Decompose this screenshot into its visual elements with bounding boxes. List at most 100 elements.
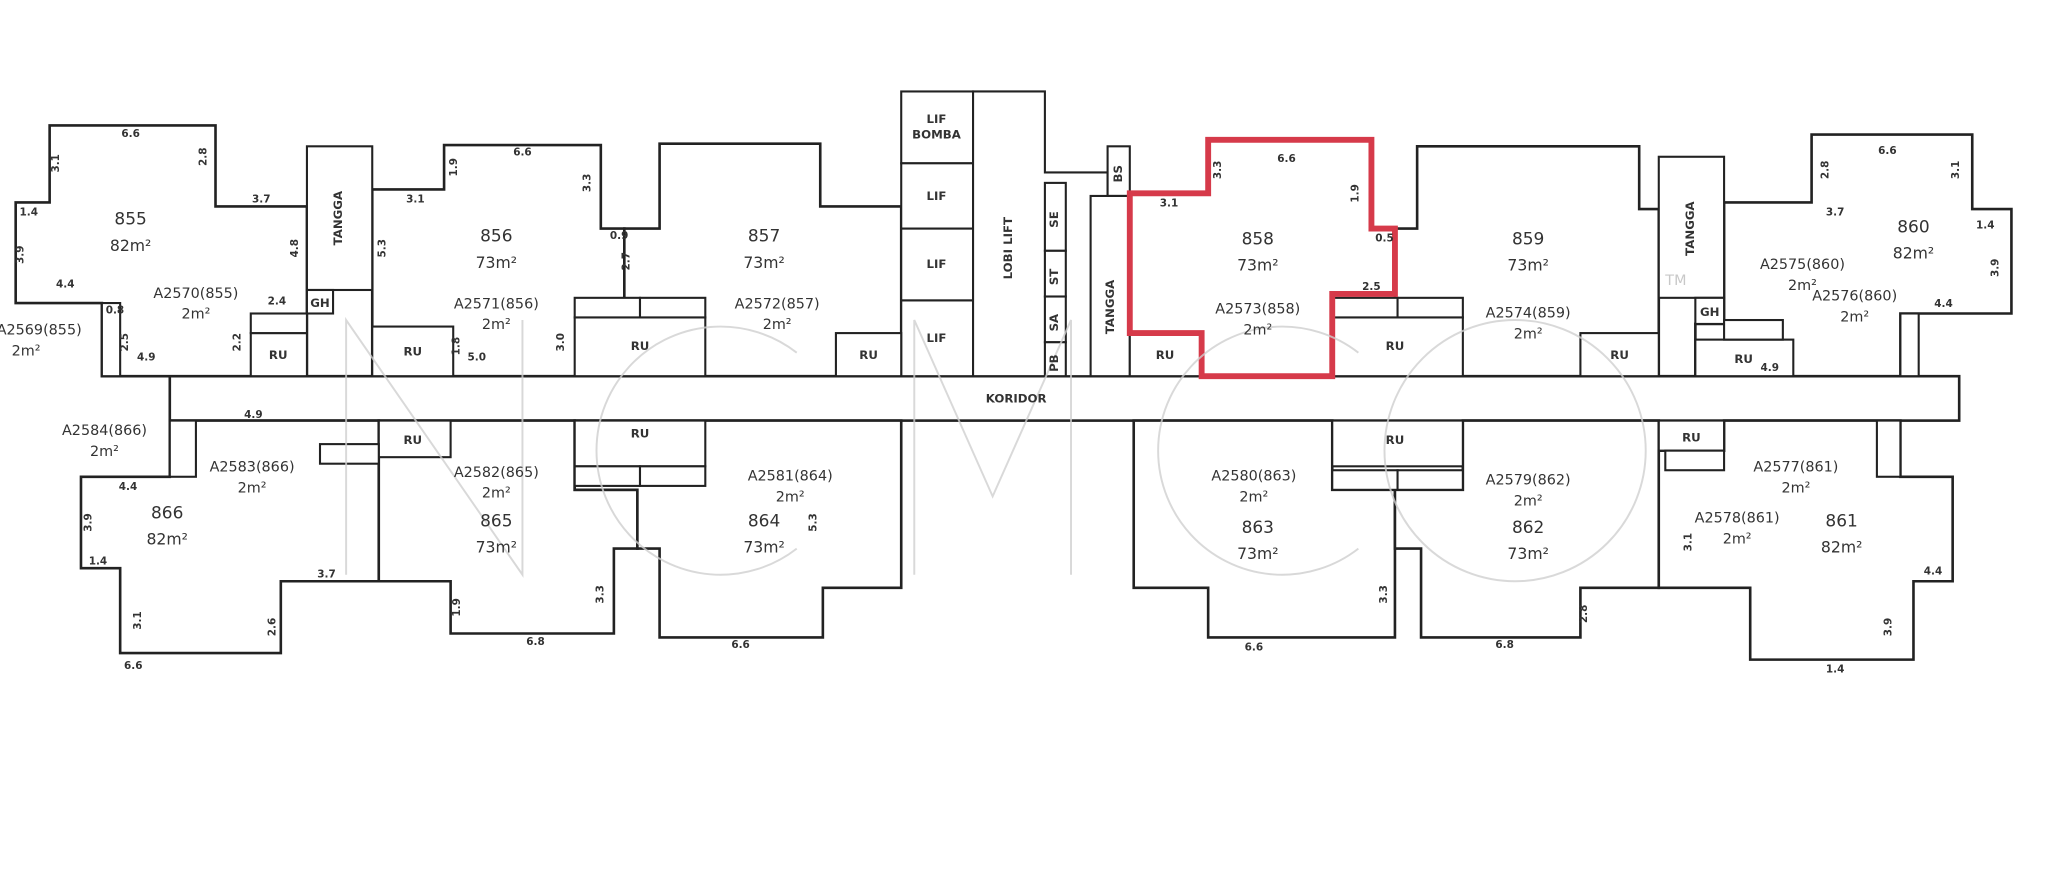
ru-box	[377, 419, 452, 459]
dimension-label: 5.3	[376, 239, 388, 258]
unit-856-outline[interactable]	[370, 143, 626, 378]
dimension-label: 6.6	[121, 128, 140, 140]
unit-number: 855	[114, 210, 146, 230]
lift-lobby	[972, 90, 1109, 378]
storage-box[interactable]	[1664, 449, 1726, 472]
service-label-ru: RU	[1386, 339, 1405, 353]
service-label-ru: RU	[1610, 348, 1629, 362]
storage-area: 2m²	[482, 317, 511, 333]
ru-box	[1657, 419, 1726, 452]
unit-area: 82m²	[146, 530, 187, 549]
unit-number: 861	[1825, 511, 1857, 531]
storage-label: A2581(864)	[748, 469, 833, 485]
dimension-label: 0.5	[1375, 233, 1394, 245]
storage-label: A2574(859)	[1486, 305, 1571, 321]
service-label-gh: GH	[1700, 305, 1719, 319]
unit-area: 73m²	[743, 538, 784, 557]
service-label-ru: RU	[859, 348, 878, 362]
ru-box	[1331, 316, 1464, 378]
service-label-lif_bomba: BOMBA	[912, 127, 962, 141]
dimension-label: 3.1	[406, 193, 425, 205]
unit-number: 858	[1242, 229, 1274, 249]
storage-label: A2576(860)	[1812, 288, 1897, 304]
service-label-lif: LIF	[927, 189, 947, 203]
service-label-ru: RU	[403, 344, 422, 358]
storage-label: A2584(866)	[62, 423, 147, 439]
service-label-bs: BS	[1111, 165, 1125, 182]
ru-box	[249, 332, 308, 378]
dimension-label: 6.6	[513, 146, 532, 158]
service-label-ru: RU	[631, 339, 650, 353]
service-label-ru: RU	[403, 433, 422, 447]
stair-center	[1089, 194, 1131, 378]
storage-box[interactable]	[168, 419, 197, 478]
dimension-label: 2.5	[119, 333, 131, 352]
storage-label: A2572(857)	[735, 296, 820, 312]
storage-box[interactable]	[318, 443, 380, 465]
dimension-label: 1.9	[1349, 184, 1361, 203]
storage-box[interactable]	[1396, 469, 1464, 491]
service-label-lif: LIF	[927, 257, 947, 271]
dimension-label: 3.1	[50, 154, 62, 173]
storage-label: A2569(855)	[0, 322, 82, 338]
watermark-tm: TM	[1664, 273, 1686, 289]
storage-box[interactable]	[638, 465, 707, 487]
storage-box[interactable]	[573, 296, 642, 319]
service-label-gh: GH	[310, 296, 329, 310]
service-label-lif_bomba: LIF	[927, 112, 947, 126]
storage-box[interactable]	[638, 296, 707, 319]
dimension-label: 0.8	[106, 305, 125, 317]
storage-label: A2578(861)	[1695, 510, 1780, 526]
service-label-ru: RU	[269, 348, 288, 362]
storage-box[interactable]	[573, 465, 642, 487]
storage-box[interactable]	[1396, 296, 1464, 319]
dimension-label: 3.0	[555, 333, 567, 352]
dimension-label: 6.8	[526, 636, 545, 648]
storage-label: A2577(861)	[1753, 460, 1838, 476]
storage-box[interactable]	[249, 312, 308, 335]
storage-label: A2582(865)	[454, 465, 539, 481]
dimension-label: 5.0	[467, 352, 486, 364]
ru-box	[1331, 419, 1464, 468]
stair-left	[305, 145, 374, 292]
dimension-label: 2.2	[231, 333, 243, 351]
service-label-lif: LIF	[927, 331, 947, 345]
dimension-label: 1.4	[89, 555, 108, 567]
unit-number: 863	[1242, 518, 1274, 538]
service-label-ru: RU	[1156, 348, 1175, 362]
stair-right	[1657, 155, 1726, 299]
storage-box[interactable]	[1723, 318, 1784, 341]
corridor	[168, 374, 1961, 422]
storage-area: 2m²	[482, 486, 511, 502]
storage-box[interactable]	[1899, 312, 1920, 378]
storage-box[interactable]	[100, 302, 122, 378]
storage-area: 2m²	[1239, 490, 1268, 506]
unit-area: 73m²	[743, 253, 784, 272]
ru-box	[1579, 332, 1660, 378]
storage-box[interactable]	[1875, 419, 1902, 478]
storage-area: 2m²	[776, 490, 805, 506]
storage-area: 2m²	[90, 444, 119, 460]
storage-area: 2m²	[1788, 278, 1817, 294]
watermark-logo: TM	[345, 273, 1686, 583]
unit-area: 73m²	[1507, 544, 1548, 563]
dimension-label: 2.8	[197, 148, 209, 167]
dimension-label: 3.7	[1826, 207, 1845, 219]
storage-label: A2571(856)	[454, 296, 539, 312]
dimension-label: 4.4	[1924, 566, 1943, 578]
storage-label: A2573(858)	[1215, 302, 1300, 318]
storage-label: A2580(863)	[1211, 469, 1296, 485]
storage-area: 2m²	[763, 317, 792, 333]
unit-number: 859	[1512, 229, 1544, 249]
dimension-label: 3.3	[581, 174, 593, 193]
service-label-tangga: TANGGA	[331, 190, 345, 245]
dimension-label: 2.8	[1820, 161, 1832, 180]
service-label-sa: SA	[1047, 313, 1061, 331]
service-label-ru: RU	[1734, 352, 1753, 366]
unit-858-highlight[interactable]	[1126, 136, 1398, 380]
dimension-label: 4.9	[244, 409, 263, 421]
storage-area: 2m²	[1514, 494, 1543, 510]
storage-area: 2m²	[1243, 322, 1272, 338]
storage-box[interactable]	[1331, 296, 1399, 319]
